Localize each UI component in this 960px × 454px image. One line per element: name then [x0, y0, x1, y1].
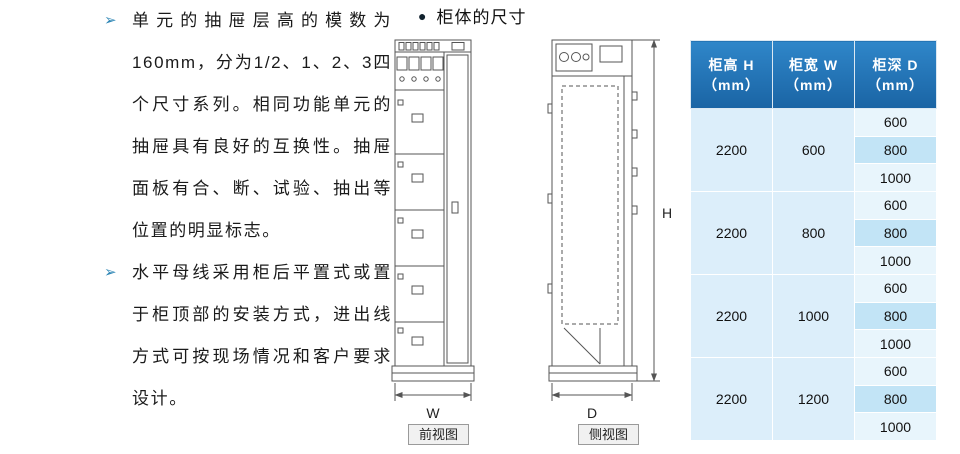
cell-depth: 800: [854, 301, 937, 331]
circle-bullet-icon: ●: [418, 7, 427, 24]
cell-depth: 600: [854, 108, 937, 137]
width-dimension-label: W: [426, 405, 440, 421]
dimension-table-header: 柜高 H （mm） 柜宽 W （mm） 柜深 D （mm）: [690, 40, 937, 109]
cell-width: 1000: [772, 273, 855, 358]
table-row: 1000: [691, 329, 937, 358]
cell-width: 600: [772, 108, 855, 192]
cell-depth: 1000: [854, 329, 937, 358]
cell-depth: 600: [854, 190, 937, 220]
header-row: 柜高 H （mm） 柜宽 W （mm） 柜深 D （mm）: [690, 40, 937, 109]
table-row: 800: [691, 384, 937, 414]
depth-dimension-label: D: [587, 405, 597, 421]
table-row: 1000: [691, 246, 937, 275]
header-cell-height: 柜高 H （mm）: [690, 40, 773, 109]
cell-depth: 800: [854, 384, 937, 414]
header-cell-depth: 柜深 D （mm）: [854, 40, 937, 109]
bullet-text: 单元的抽屉层高的模数为160mm，分为1/2、1、2、3四个尺寸系列。相同功能单…: [132, 11, 392, 240]
front-view-caption: 前视图: [408, 424, 470, 445]
cell-height: 2200: [690, 273, 773, 358]
header-cell-width: 柜宽 W （mm）: [772, 40, 855, 109]
height-dimension-label: H: [662, 205, 672, 221]
cell-depth: 800: [854, 218, 937, 248]
section-title-text: 柜体的尺寸: [436, 8, 527, 27]
arrow-bullet-icon: ➢: [104, 12, 117, 29]
cell-height: 2200: [690, 190, 773, 275]
cell-width: 800: [772, 190, 855, 275]
cell-height: 2200: [690, 108, 773, 192]
cell-depth: 1000: [854, 412, 937, 441]
side-view-caption: 侧视图: [578, 424, 640, 445]
left-text-panel: ➢ 单元的抽屉层高的模数为160mm，分为1/2、1、2、3四个尺寸系列。相同功…: [98, 0, 398, 420]
cell-width: 1200: [772, 356, 855, 442]
cell-depth: 1000: [854, 246, 937, 275]
bullet-text: 水平母线采用柜后平置式或置于柜顶部的安装方式，进出线方式可按现场情况和客户要求设…: [132, 263, 392, 408]
bullet-item: ➢ 水平母线采用柜后平置式或置于柜顶部的安装方式，进出线方式可按现场情况和客户要…: [98, 252, 398, 420]
table-row: 1000: [691, 412, 937, 441]
cell-depth: 1000: [854, 163, 937, 192]
section-title: ● 柜体的尺寸: [418, 3, 526, 28]
cell-depth: 600: [854, 356, 937, 386]
cell-depth: 800: [854, 135, 937, 165]
arrow-bullet-icon: ➢: [104, 264, 117, 281]
table-row: 800: [691, 301, 937, 331]
side-view-drawing: H D: [540, 34, 675, 431]
front-view-drawing: W: [386, 34, 486, 431]
cell-height: 2200: [690, 356, 773, 442]
cell-depth: 600: [854, 273, 937, 303]
bullet-item: ➢ 单元的抽屉层高的模数为160mm，分为1/2、1、2、3四个尺寸系列。相同功…: [98, 0, 398, 252]
